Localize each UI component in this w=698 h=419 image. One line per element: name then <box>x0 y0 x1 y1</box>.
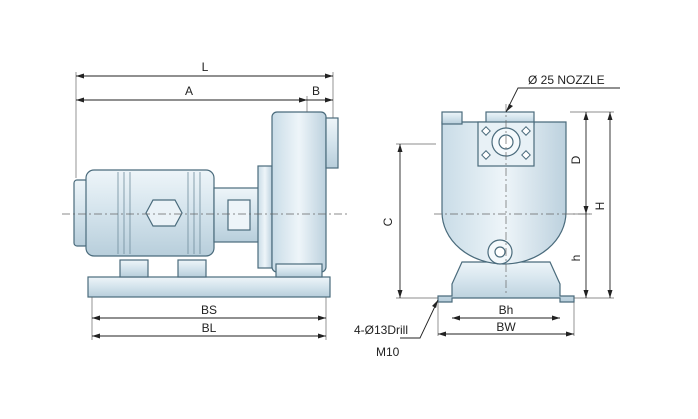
drill-leader <box>400 299 439 339</box>
side-view <box>62 111 350 298</box>
front-dimensions: C D h H Bh BW Ø 25 NOZZLE 4-Ø13Drill M10 <box>354 73 620 359</box>
flange-bolts <box>481 126 531 160</box>
dim-label-H: H <box>593 202 607 211</box>
terminal-box <box>145 199 183 227</box>
side-dimensions: L A B BS BL <box>75 60 334 340</box>
inlet-port-inner <box>494 246 506 258</box>
bolt-label: M10 <box>376 345 400 359</box>
outlet-flange <box>325 117 339 169</box>
pump-casing <box>271 111 327 273</box>
dim-label-L: L <box>202 60 209 74</box>
drill-label: 4-Ø13Drill <box>354 323 408 337</box>
pump-support <box>275 263 323 278</box>
base-plate-side <box>87 276 331 298</box>
dim-label-B: B <box>312 84 320 98</box>
dim-label-BS: BS <box>201 303 217 317</box>
pump-flange <box>257 165 273 269</box>
motor-fins <box>117 172 201 254</box>
top-cap <box>441 111 463 125</box>
front-view <box>434 104 590 303</box>
pump-casing-front <box>441 121 567 265</box>
dim-label-Bh: Bh <box>499 303 514 317</box>
dim-label-C: C <box>381 217 395 226</box>
dim-label-D: D <box>569 155 583 164</box>
nozzle-label: Ø 25 NOZZLE <box>528 73 605 87</box>
dim-label-h: h <box>569 255 583 262</box>
nozzle-leader <box>505 87 620 113</box>
motor-foot-left <box>119 259 149 278</box>
coupling <box>227 199 251 231</box>
dim-label-A: A <box>185 84 193 98</box>
motor-foot-right <box>177 259 207 278</box>
dim-label-BW: BW <box>496 320 516 334</box>
dim-label-BL: BL <box>202 321 217 335</box>
